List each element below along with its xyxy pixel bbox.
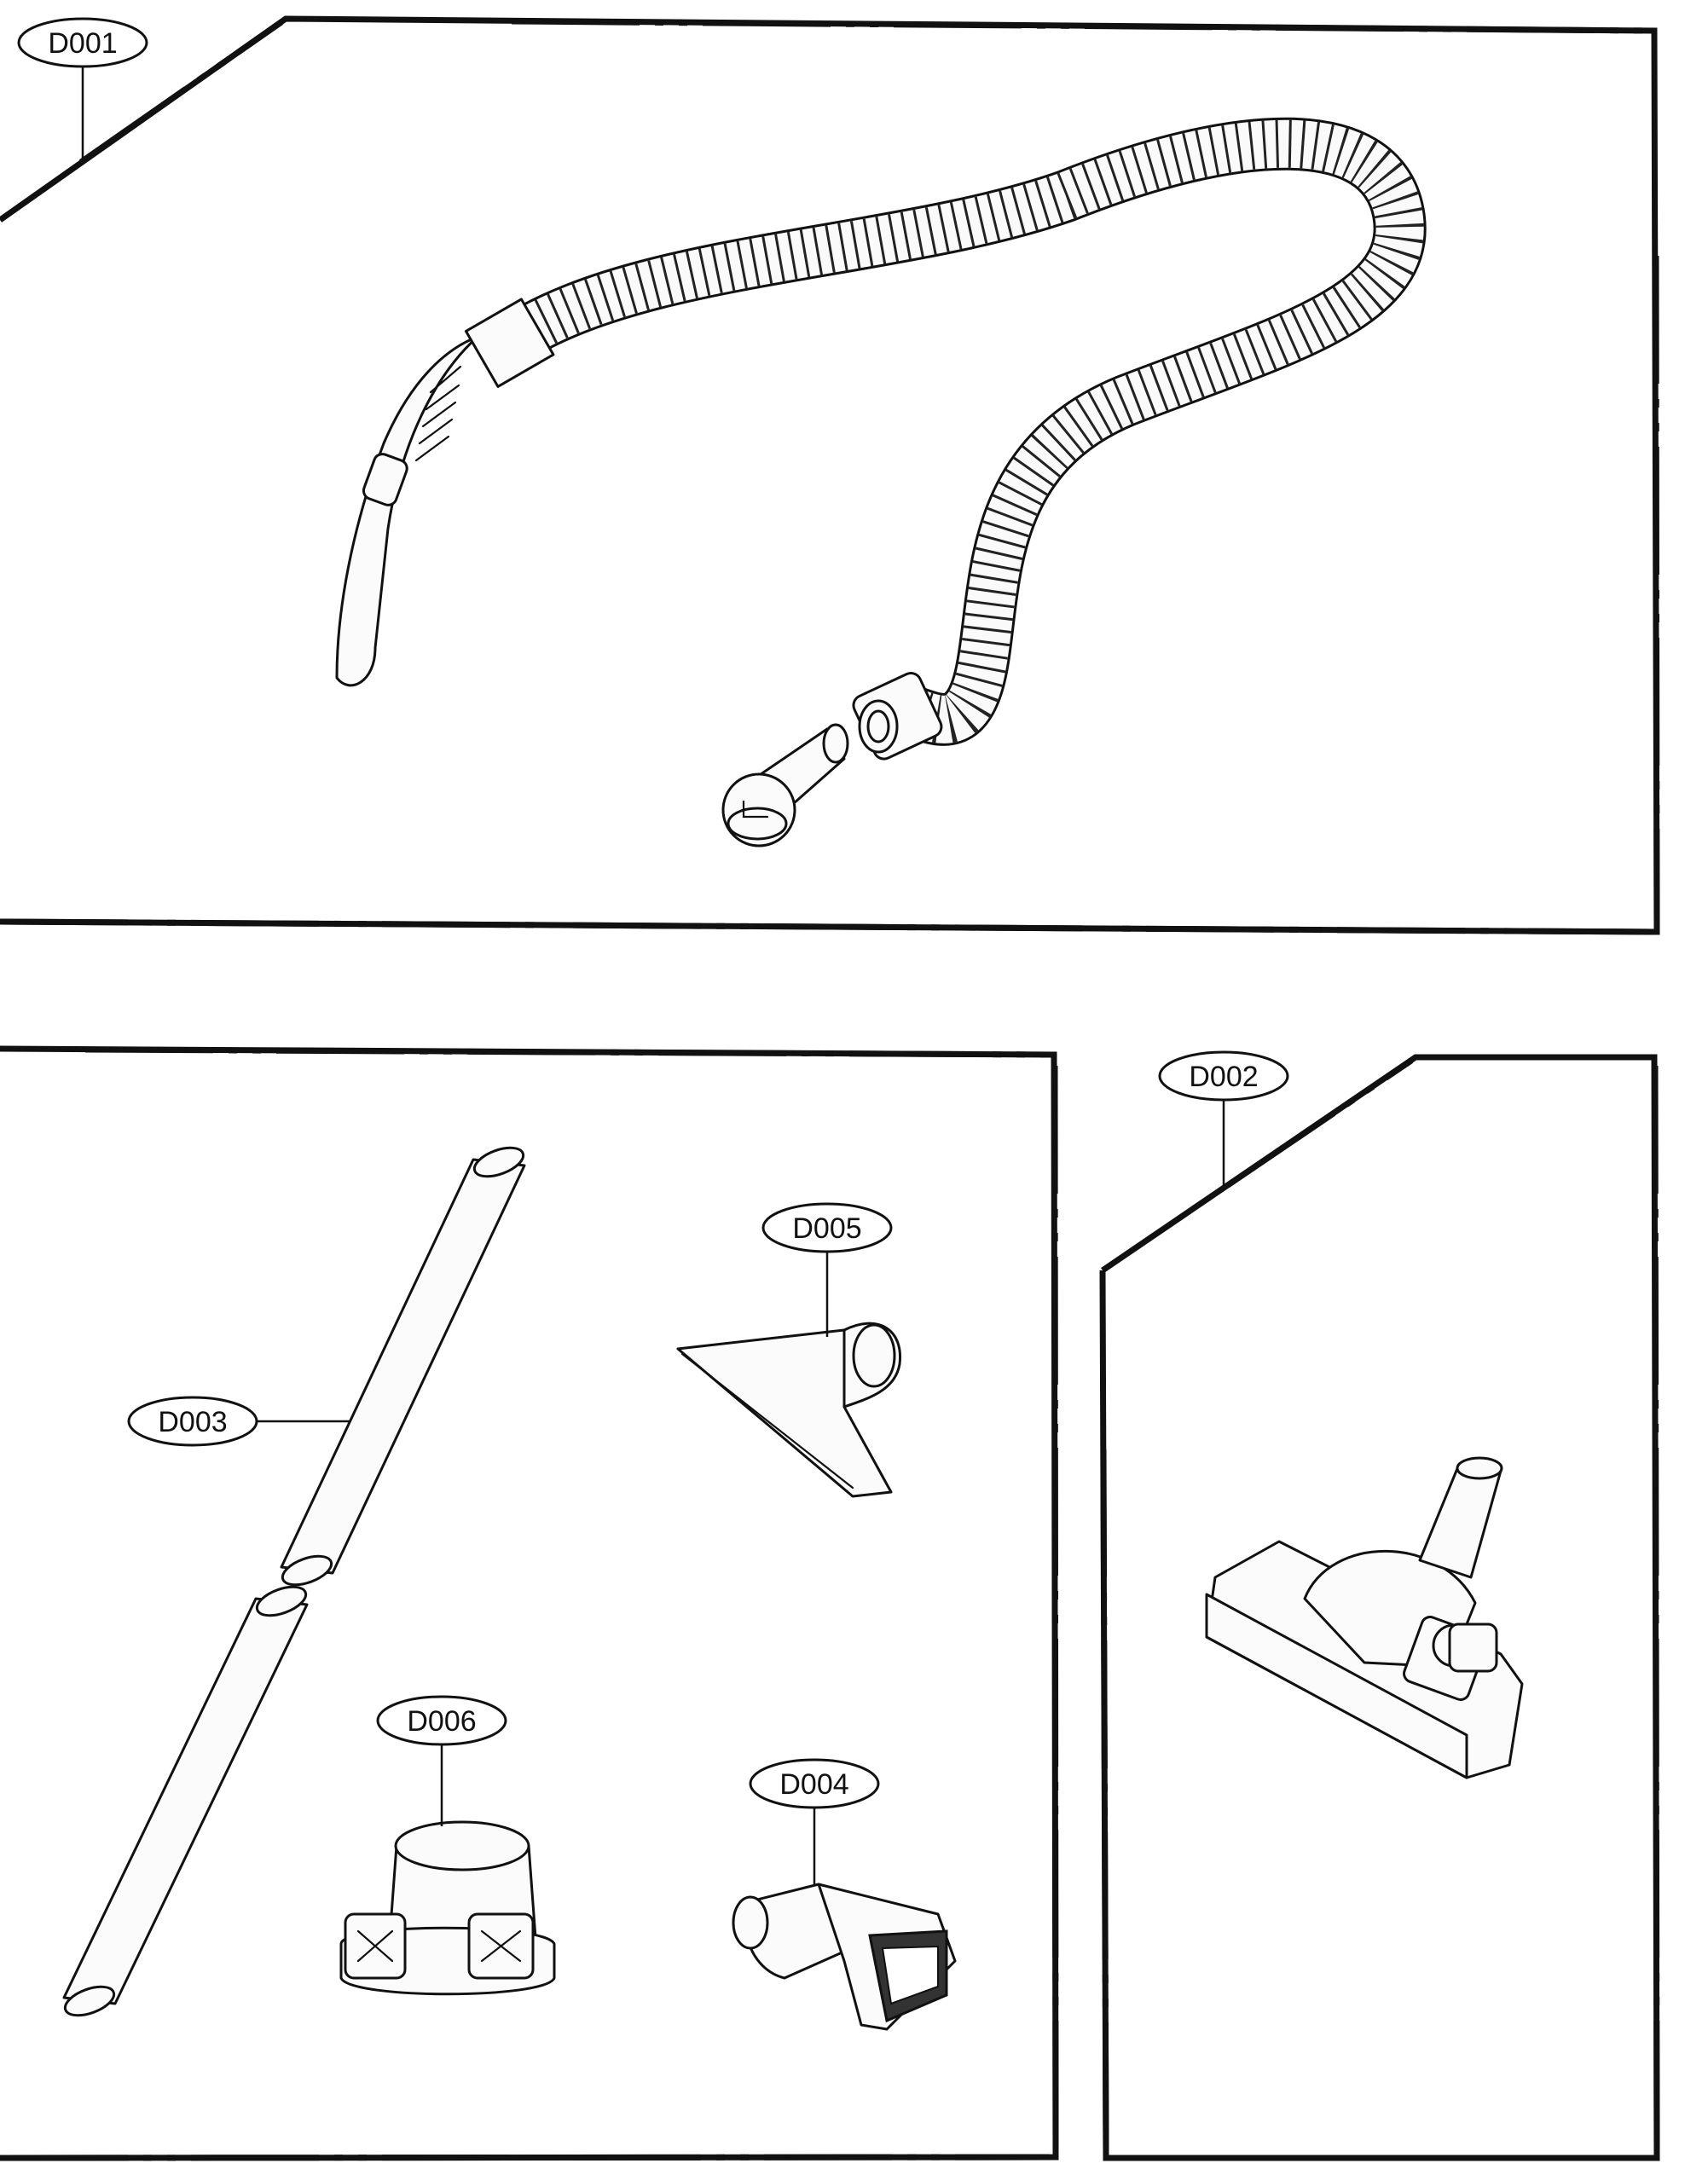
callout-label-d006: D006 (407, 1705, 476, 1738)
callout-label-d004: D004 (779, 1768, 848, 1801)
frame-tools-section (0, 1045, 1059, 2161)
floor-nozzle (1205, 1456, 1524, 1779)
dusting-brush (732, 1883, 957, 2031)
extension-tube-lower (62, 1585, 309, 2017)
upholstery-nozzle (676, 1322, 902, 1498)
callout-d001: D001 (17, 17, 148, 158)
callout-label-d002: D002 (1189, 1061, 1258, 1093)
callout-label-d005: D005 (792, 1212, 861, 1245)
callout-d003: D003 (127, 1396, 350, 1447)
callout-d005: D005 (761, 1202, 893, 1337)
flexible-hose-assembly (335, 117, 1427, 847)
hose-handle (335, 335, 479, 687)
callout-d004: D004 (749, 1758, 880, 1884)
extension-tube-upper (280, 1146, 526, 1587)
frame-hose-section (0, 15, 1660, 935)
callout-label-d003: D003 (158, 1406, 227, 1438)
frame-nozzle-section (1099, 1054, 1660, 2161)
tool-holder-clip (339, 1820, 556, 1996)
callout-label-d001: D001 (48, 27, 117, 60)
callout-d002: D002 (1158, 1050, 1289, 1185)
callout-d006: D006 (376, 1695, 507, 1826)
